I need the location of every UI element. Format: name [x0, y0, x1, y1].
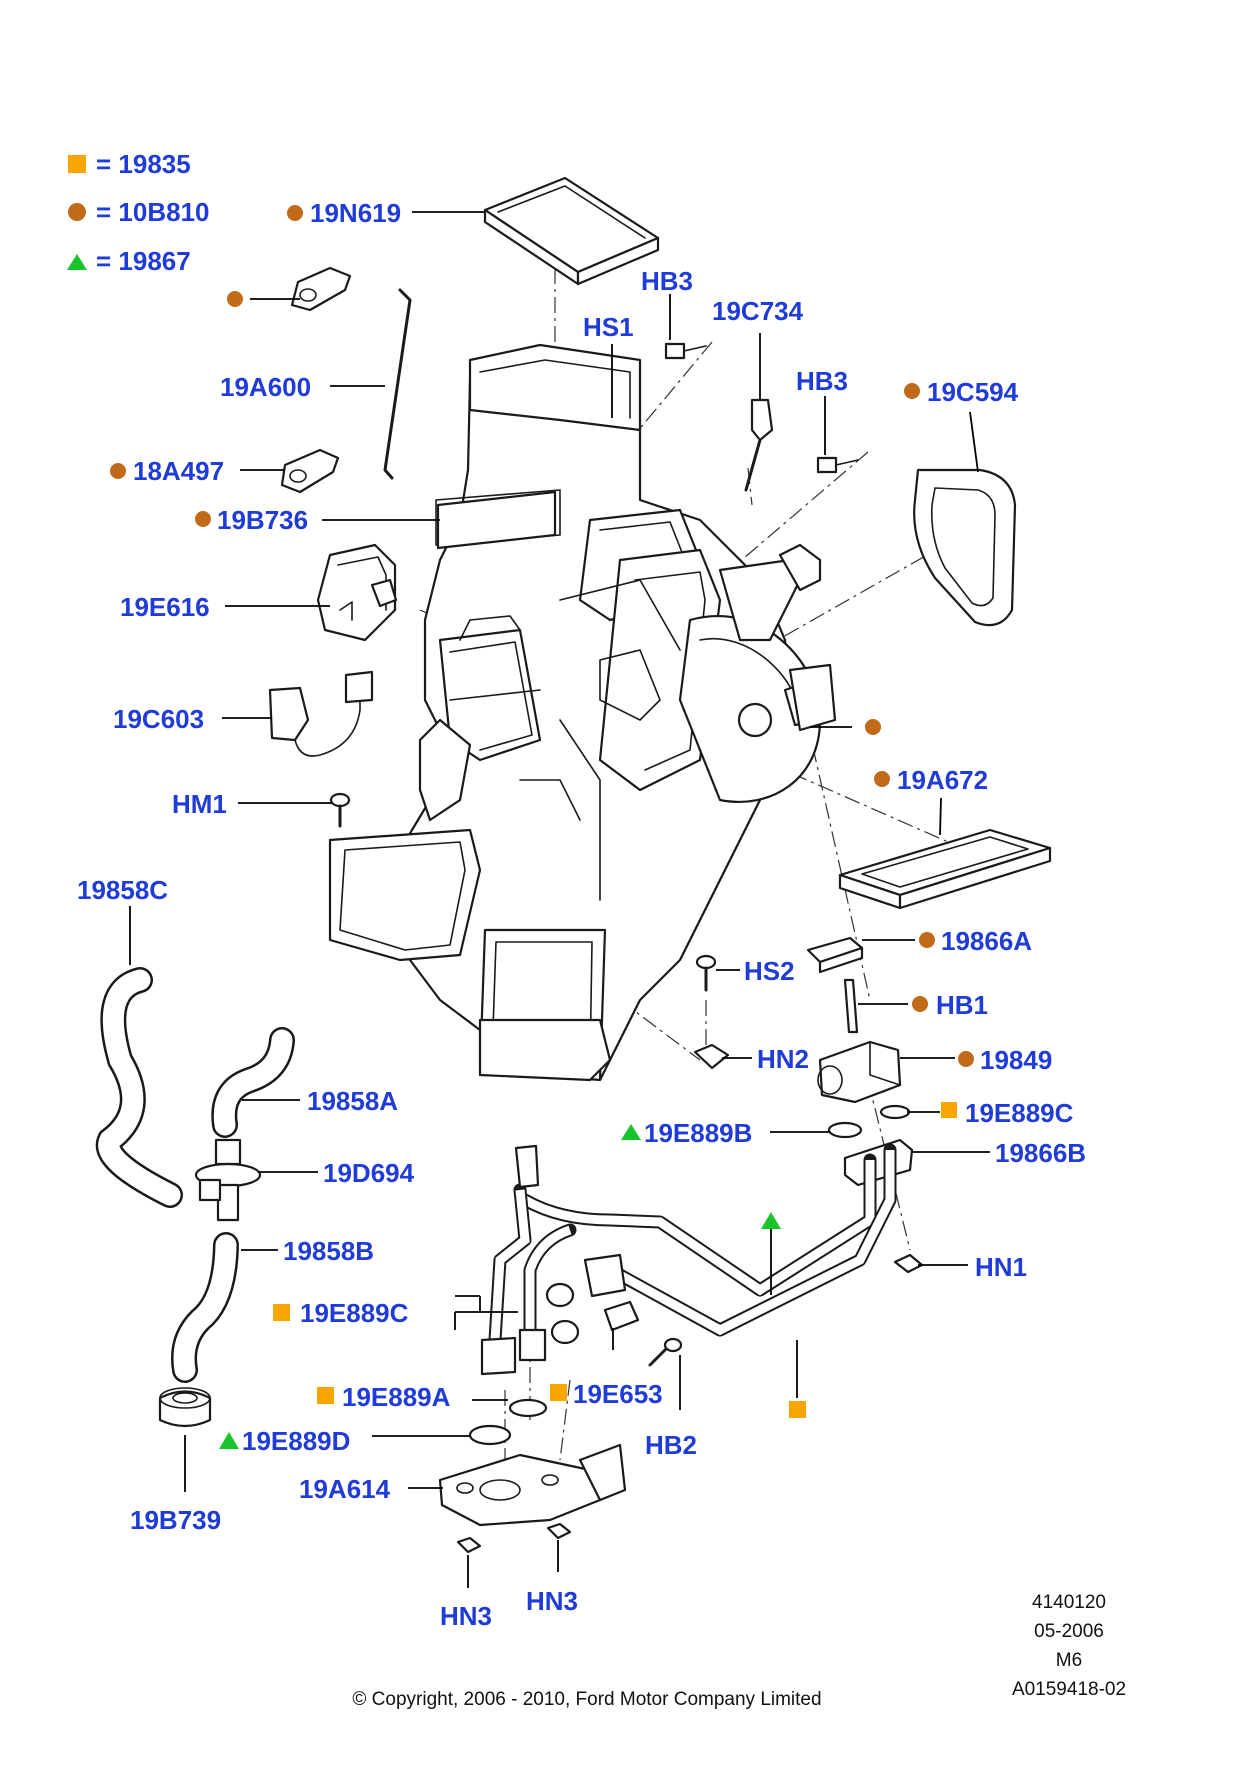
part-HN1-nut: [893, 1253, 924, 1274]
part-19E616-actuator: [316, 543, 398, 642]
part-HB1-bolt: [843, 978, 859, 1034]
label-19A672: 19A672: [897, 765, 988, 795]
label-markers: [110, 205, 974, 1449]
part-19A600-rod: [383, 288, 412, 480]
label-HB3-upper: HB3: [641, 266, 693, 296]
part-19D694-valve: [194, 1138, 262, 1222]
label-HS1: HS1: [583, 312, 634, 342]
legend-square-text: = 19835: [96, 149, 191, 179]
part-19A672-frame: [838, 828, 1052, 910]
label-HS2: HS2: [744, 956, 795, 986]
label-19E653: 19E653: [573, 1379, 663, 1409]
heater-housing: [328, 343, 837, 1082]
part-orings-lower: [468, 1398, 548, 1446]
label-HN3-right: HN3: [526, 1586, 578, 1616]
part-18A497-grommet: [280, 448, 340, 494]
label-19B736: 19B736: [217, 505, 308, 535]
legend-circle-marker: [68, 203, 86, 221]
label-19858C: 19858C: [77, 875, 168, 905]
meta-ref: A0159418-02: [1012, 1679, 1126, 1700]
part-19C594-seal: [913, 468, 1017, 627]
label-HB3-lower: HB3: [796, 366, 848, 396]
part-HB3-bolt-lower: [816, 456, 859, 474]
label-19A614: 19A614: [299, 1474, 391, 1504]
label-HB1: HB1: [936, 990, 988, 1020]
part-HB3-bolt-upper: [664, 342, 707, 360]
label-19E889B: 19E889B: [644, 1118, 752, 1148]
label-19E889D: 19E889D: [242, 1426, 350, 1456]
part-HB2-bolt: [648, 1337, 683, 1367]
diagram-meta: 4140120 05-2006 M6 A0159418-02 © Copyrig…: [352, 1592, 1126, 1710]
legend-triangle-text: = 19867: [96, 246, 191, 276]
label-18A497: 18A497: [133, 456, 224, 486]
label-19D694: 19D694: [323, 1158, 415, 1188]
leader-lines: [129, 211, 990, 1588]
label-19849: 19849: [980, 1045, 1052, 1075]
meta-model: M6: [1056, 1650, 1082, 1671]
meta-date: 05-2006: [1034, 1621, 1104, 1642]
label-19C734: 19C734: [712, 296, 804, 326]
legend-circle-text: = 10B810: [96, 197, 209, 227]
label-19866A: 19866A: [941, 926, 1032, 956]
part-19C734-sensor: [744, 398, 774, 492]
label-HN2: HN2: [757, 1044, 809, 1074]
label-HN3-left: HN3: [440, 1601, 492, 1631]
part-19858B-hose: [171, 1232, 239, 1383]
part-HM1-screw: [329, 792, 351, 828]
label-19858B: 19858B: [283, 1236, 374, 1266]
part-HN3-nuts: [456, 1522, 572, 1554]
part-orings-valve: [827, 1104, 911, 1139]
part-HS2-screw: [695, 954, 717, 992]
part-19E653-sensor: [603, 1300, 640, 1332]
legend-triangle-marker: [67, 254, 87, 270]
part-ac-pipes: [480, 1143, 897, 1376]
label-19E616: 19E616: [120, 592, 210, 622]
part-19858C-hose: [95, 967, 183, 1208]
part-19858A-hose: [211, 1027, 295, 1138]
part-19866A-clip: [806, 936, 864, 974]
legend-square-marker: [68, 155, 86, 173]
legend: = 19835 = 10B810 = 19867: [67, 149, 209, 276]
part-19866B-plate: [843, 1138, 914, 1187]
label-19A600: 19A600: [220, 372, 311, 402]
part-19C603-wiring: [268, 670, 374, 757]
label-HB2: HB2: [645, 1430, 697, 1460]
part-19A614-plate: [438, 1443, 627, 1527]
part-HN2-nut: [693, 1043, 730, 1070]
part-19N619-filter: [483, 176, 660, 286]
part-grommet-upper: [290, 266, 352, 312]
part-19849-valve: [817, 1040, 902, 1104]
label-19N619: 19N619: [310, 198, 401, 228]
meta-code: 4140120: [1032, 1592, 1106, 1613]
label-19C603: 19C603: [113, 704, 204, 734]
label-19B739: 19B739: [130, 1505, 221, 1535]
label-19866B: 19866B: [995, 1138, 1086, 1168]
label-19E889A: 19E889A: [342, 1382, 451, 1412]
label-19858A: 19858A: [307, 1086, 398, 1116]
label-HM1: HM1: [172, 789, 227, 819]
part-19B739-grommet: [158, 1387, 212, 1428]
part-19B736-bracket: [436, 490, 557, 550]
copyright: © Copyright, 2006 - 2010, Ford Motor Com…: [352, 1689, 821, 1710]
label-HN1: HN1: [975, 1252, 1027, 1282]
part-labels: 19N619 HB3 HS1 19C734 HB3 19C594 19A600 …: [77, 198, 1086, 1631]
label-19E889C-right: 19E889C: [965, 1098, 1074, 1128]
label-19C594: 19C594: [927, 377, 1019, 407]
label-19E889C-left: 19E889C: [300, 1298, 409, 1328]
